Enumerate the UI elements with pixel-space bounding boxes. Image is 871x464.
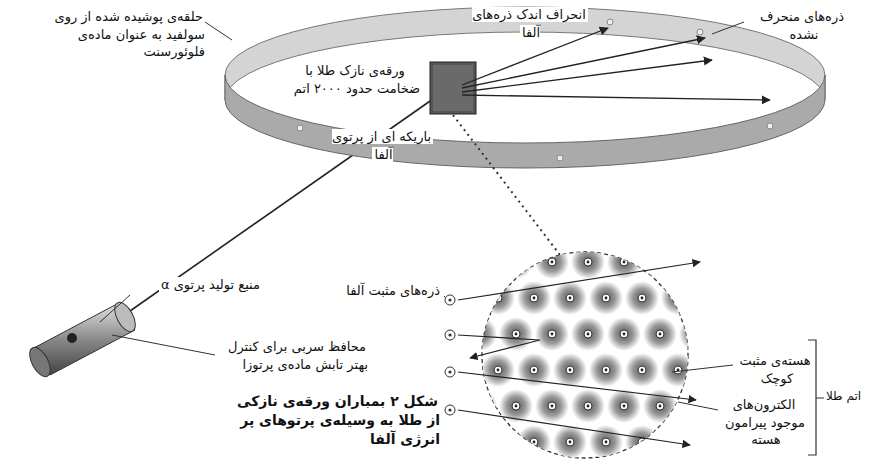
gold-foil <box>430 62 476 114</box>
gold-atom <box>643 317 677 351</box>
beam-label: باریکه ای از پرتوی آلفا <box>330 128 435 163</box>
alpha-particles <box>445 295 455 415</box>
gold-atom <box>535 317 569 351</box>
gold-atom <box>661 281 695 315</box>
ring-back <box>225 7 825 100</box>
alpha-source <box>25 299 139 380</box>
zoom-line <box>453 115 560 255</box>
scattered-rays <box>462 28 770 100</box>
gold-foil-face <box>433 65 473 111</box>
gold-atom <box>571 317 605 351</box>
ring-label: حلقه‌ی پوشیده شده از روی سولفید به عنوان… <box>20 8 205 61</box>
gold-atom <box>535 245 569 279</box>
gold-atom <box>481 353 515 387</box>
gold-atom <box>553 353 587 387</box>
gold-atoms <box>463 245 731 459</box>
gold-atom <box>463 245 497 279</box>
gold-atom <box>499 245 533 279</box>
gold-atom <box>589 353 623 387</box>
zoom-circle <box>482 252 688 458</box>
gold-atom <box>571 389 605 423</box>
gold-atom <box>589 281 623 315</box>
foil-label: ورقه‌ی نازک طلا با ضخامت حدود ۲۰۰۰ اتم <box>290 62 422 97</box>
gold-atom <box>571 245 605 279</box>
gold-atom <box>625 425 659 459</box>
gold-atom <box>535 389 569 423</box>
gold-atom <box>607 317 641 351</box>
electron-label: الکترون‌های موجود پیرامون هسته <box>720 396 810 449</box>
gold-atom <box>625 353 659 387</box>
alpha-paths <box>458 262 700 445</box>
gold-atom <box>553 425 587 459</box>
gold-atom <box>625 281 659 315</box>
gold-atom <box>607 389 641 423</box>
deflection-label: انحراف اندک ذره‌های آلفا <box>470 6 590 41</box>
atom-label: اتم طلا <box>821 388 866 404</box>
undeflected-label: ذره‌های منحرف نشده <box>748 8 858 43</box>
gold-atom <box>463 317 497 351</box>
gold-atom <box>481 425 515 459</box>
leader-lines <box>100 22 744 410</box>
shield-label: محافظ سربی برای کنترل بهتر تابش ماده‌ی پ… <box>218 338 368 373</box>
gold-atom <box>463 389 497 423</box>
gold-atom <box>643 245 677 279</box>
gold-atom <box>679 245 713 279</box>
gold-atom <box>481 281 515 315</box>
gold-atom <box>697 425 731 459</box>
alpha-label: ذره‌های مثبت آلفا <box>318 282 442 300</box>
gold-atom <box>517 425 551 459</box>
gold-atom <box>499 389 533 423</box>
figure-caption: شکل ۲ بمباران ورقه‌ی نازکی از طلا به وسی… <box>225 392 440 449</box>
gold-atom <box>679 317 713 351</box>
gold-atom <box>697 353 731 387</box>
gold-atom <box>553 281 587 315</box>
source-label: منبع تولید پرتوی α <box>132 276 262 294</box>
gold-atom <box>697 281 731 315</box>
nucleus-label: هسته‌ی مثبت کوچک <box>736 352 816 387</box>
